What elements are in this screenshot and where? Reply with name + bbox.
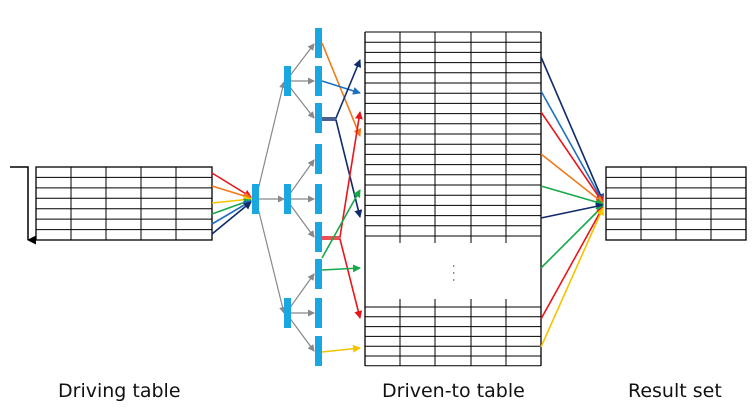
index-leaf-node (315, 66, 322, 96)
driving-table (35, 166, 213, 241)
index-leaf-node (315, 222, 322, 252)
driving-to-index-arrows (211, 172, 252, 235)
index-branch-node (284, 298, 291, 328)
table-to-result-arrows (540, 56, 604, 348)
driven-table-gap-marker: . . . (450, 264, 463, 281)
result-set-caption: Result set (628, 380, 722, 402)
index-leaf-node (315, 144, 322, 174)
index-tree (252, 28, 322, 366)
index-to-table-arrows (321, 42, 363, 353)
index-leaf-node (315, 184, 322, 214)
index-leaf-node (315, 259, 322, 289)
index-leaf-node (315, 28, 322, 58)
index-root-node (252, 184, 259, 214)
index-leaf-node (315, 336, 322, 366)
index-leaf-node (315, 103, 322, 133)
index-branch-node (284, 184, 291, 214)
index-leaf-node (315, 298, 322, 328)
scan-direction-arrow (10, 166, 36, 245)
driving-table-caption: Driving table (58, 380, 181, 402)
driven-to-table: . . . (364, 31, 542, 367)
index-branch-node (284, 66, 291, 96)
result-set-table (605, 166, 747, 241)
driven-table-caption: Driven-to table (382, 380, 525, 402)
